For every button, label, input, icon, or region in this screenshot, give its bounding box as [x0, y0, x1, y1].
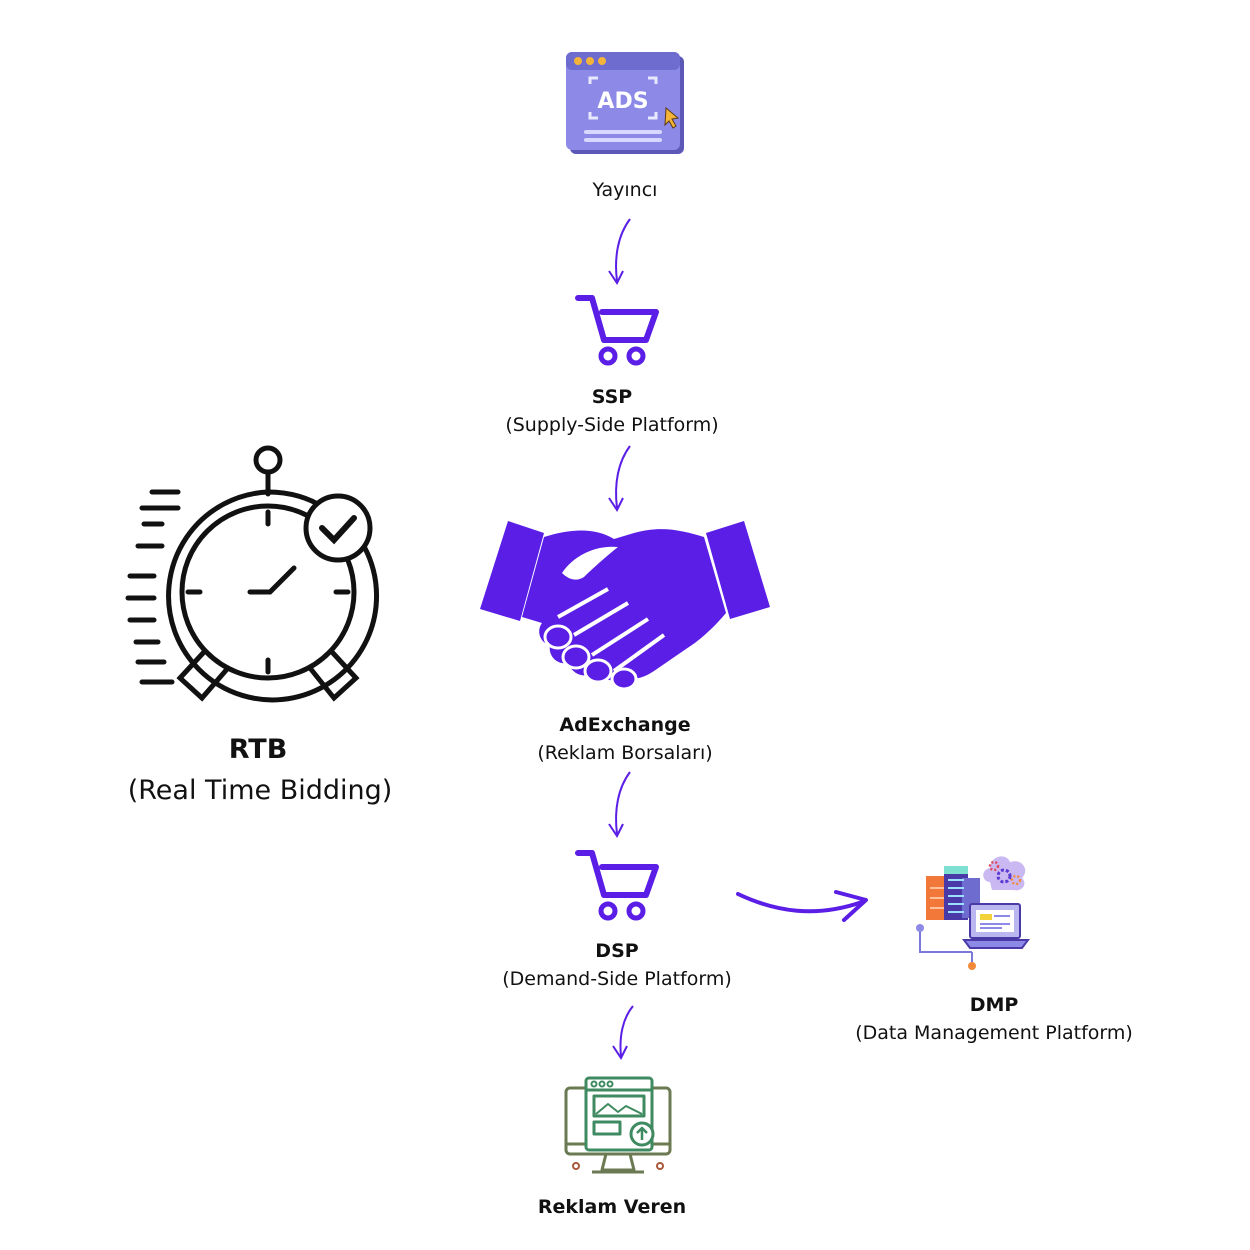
- dmp-title: DMP: [969, 994, 1019, 1016]
- dsp-subtitle: (Demand-Side Platform): [502, 968, 732, 990]
- advertiser-monitor-icon: [562, 1074, 674, 1186]
- rtb-title: RTB: [228, 734, 288, 765]
- dmp-server-icon: [912, 848, 1034, 970]
- flow-arrow-ssp-adexchange: [600, 442, 640, 514]
- dsp-title: DSP: [595, 940, 639, 962]
- flow-arrow-dsp-advertiser: [603, 1002, 643, 1062]
- ssp-cart-icon: [574, 290, 660, 370]
- flow-arrow-adexchange-dsp: [600, 768, 640, 840]
- adexchange-title: AdExchange: [559, 714, 691, 736]
- dmp-subtitle: (Data Management Platform): [855, 1022, 1133, 1044]
- ssp-title: SSP: [591, 386, 633, 408]
- adexchange-subtitle: (Reklam Borsaları): [537, 742, 713, 764]
- advertiser-title: Reklam Veren: [537, 1196, 687, 1218]
- publisher-ads-icon: ADS: [566, 50, 688, 158]
- ssp-subtitle: (Supply-Side Platform): [505, 414, 719, 436]
- adexchange-handshake-icon: [478, 515, 772, 695]
- dsp-cart-icon: [574, 845, 660, 925]
- rtb-alarm-clock-icon: [124, 442, 380, 706]
- ads-badge-text: ADS: [597, 89, 648, 114]
- flow-arrow-dsp-dmp: [736, 882, 876, 932]
- rtb-subtitle: (Real Time Bidding): [127, 775, 393, 806]
- publisher-label: Yayıncı: [592, 179, 658, 201]
- flow-arrow-publisher-ssp: [600, 215, 640, 287]
